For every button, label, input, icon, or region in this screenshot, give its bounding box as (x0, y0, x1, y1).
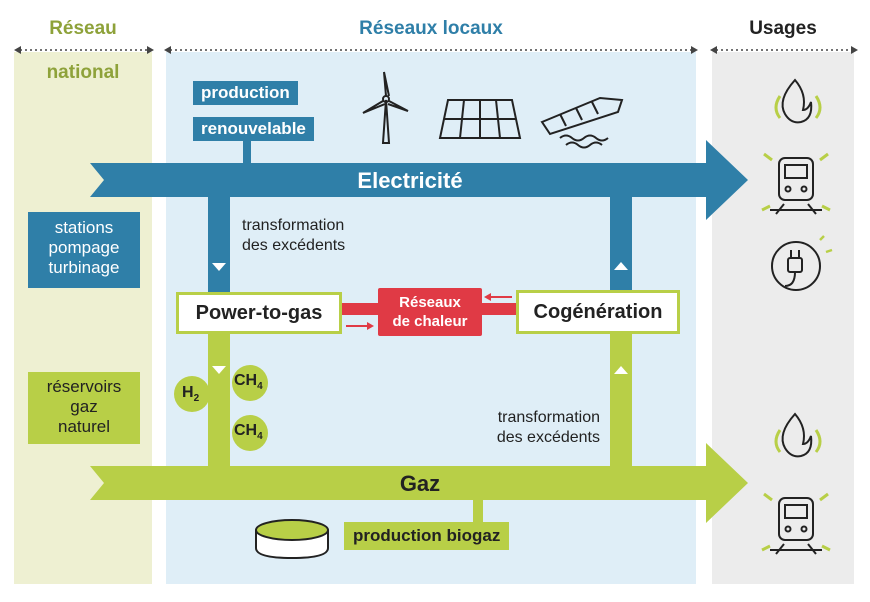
header-national: Réseau (49, 18, 117, 39)
renewable-production-line1: production (193, 81, 298, 105)
p2g-down-gas-line (208, 333, 230, 467)
elec-up-line (610, 195, 632, 295)
header-local: Réseaux locaux (359, 18, 503, 39)
gas-reservoirs-line1: réservoirs (46, 377, 122, 396)
elec-down-line (208, 195, 230, 295)
flame-icon (774, 78, 822, 124)
train-icon (761, 492, 831, 555)
h2-symbol: H (182, 384, 194, 401)
electricity-label: Electricité (357, 168, 463, 193)
train-icon (761, 152, 831, 215)
usages-panel (712, 52, 854, 584)
wave-energy-icon (540, 96, 624, 149)
ch4-b-subscript: 4 (257, 431, 263, 443)
excess-transform-top: transformation des excédents (242, 216, 345, 256)
heat-networks-box: Réseaux de chaleur (378, 288, 482, 336)
electricity-arrow (90, 140, 748, 220)
ch4-molecule-b (232, 415, 268, 451)
flame-icon (774, 412, 822, 458)
ch4-label-b: CH4 (234, 422, 263, 442)
gas-reservoirs-box: réservoirs gaz naturel (28, 372, 140, 444)
plug-icon (771, 235, 833, 291)
wind-turbine-icon (362, 71, 409, 144)
ch4-a-subscript: 4 (257, 381, 263, 393)
excess-top-line2: des excédents (242, 237, 346, 254)
excess-bottom-line2: des excédents (496, 429, 600, 446)
ch4-b-symbol: CH (234, 422, 258, 439)
biogas-tank-icon (255, 519, 329, 560)
excess-top-line1: transformation (242, 217, 345, 234)
ch4-label-a: CH4 (234, 372, 263, 392)
solar-panel-icon (438, 99, 522, 139)
h2-subscript: 2 (193, 393, 200, 405)
biogas-connector (473, 500, 483, 524)
biogas-production-label: production biogaz (344, 522, 510, 550)
power-to-gas-node: Power-to-gas (176, 292, 342, 334)
pumped-storage-line1: stations (54, 218, 114, 237)
gas-reservoirs-line2: gaz (70, 397, 98, 416)
header-national-line2: national (46, 62, 120, 83)
renewable-production-line2: renouvelable (193, 117, 314, 141)
pumped-storage-box: stations pompage turbinage (28, 212, 140, 288)
heat-networks-line2: de chaleur (392, 313, 468, 330)
gas-reservoirs-line3: naturel (58, 417, 110, 436)
excess-transform-bottom: transformation des excédents (462, 408, 600, 448)
gas-arrow (90, 443, 748, 523)
cogen-gas-up-line (610, 333, 632, 467)
header-usages: Usages (749, 18, 817, 39)
heat-networks-line1: Réseaux (399, 294, 461, 311)
gas-label: Gaz (399, 471, 441, 496)
excess-bottom-line1: transformation (497, 409, 600, 426)
h2-molecule (174, 376, 210, 412)
h2-label: H2 (182, 384, 199, 404)
pumped-storage-line2: pompage (48, 238, 120, 257)
renewable-connector (243, 136, 251, 164)
cogeneration-node: Cogénération (516, 290, 680, 334)
ch4-a-symbol: CH (234, 372, 258, 389)
pumped-storage-line3: turbinage (48, 258, 120, 277)
ch4-molecule-a (232, 365, 268, 401)
